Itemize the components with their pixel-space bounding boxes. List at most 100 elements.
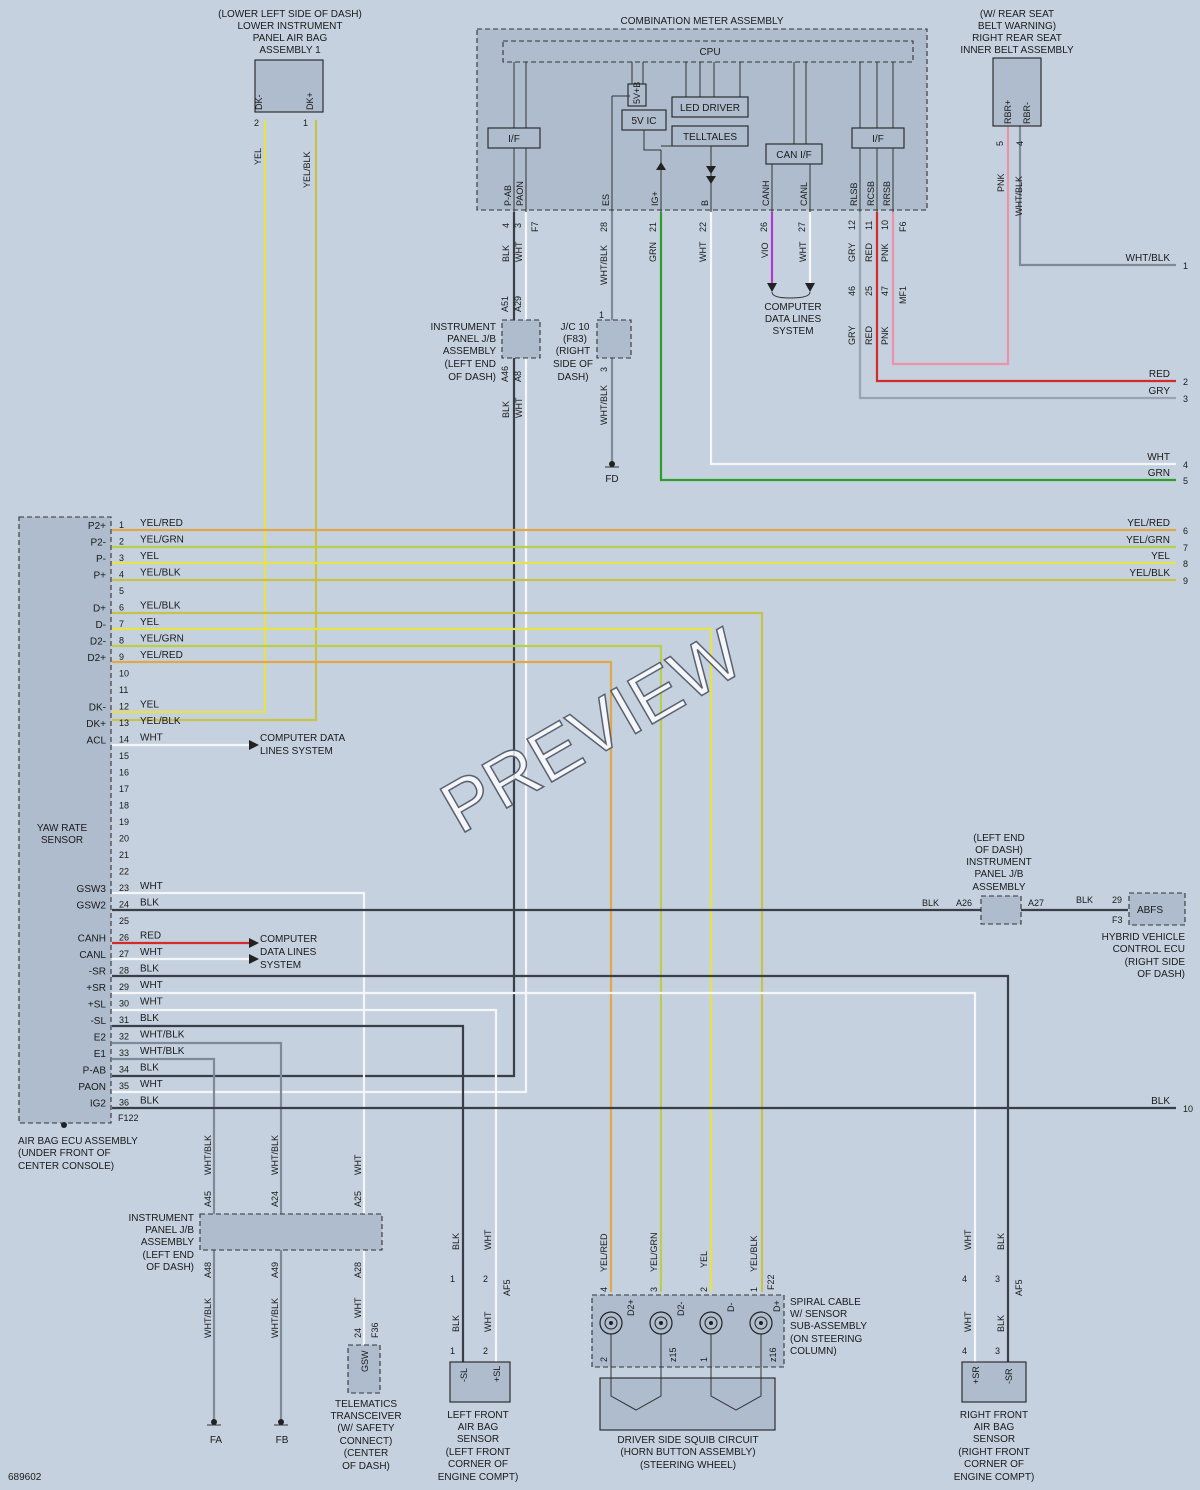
ecu-pin-wire-color: BLK	[140, 1013, 159, 1024]
svg-text:F6: F6	[898, 221, 908, 232]
svg-text:F36: F36	[370, 1322, 380, 1338]
svg-text:(HORN BUTTON ASSEMBLY): (HORN BUTTON ASSEMBLY)	[620, 1447, 755, 1458]
ecu-pin-number: 10	[119, 669, 129, 679]
svg-text:5: 5	[995, 141, 1005, 146]
svg-text:SENSOR: SENSOR	[41, 835, 83, 846]
svg-text:ASSEMBLY 1: ASSEMBLY 1	[259, 45, 321, 56]
svg-text:RRSB: RRSB	[882, 181, 892, 206]
exit-wire-color: YEL	[1151, 551, 1170, 562]
right-front-sensor: WHT BLK 4 3 AF5 WHT BLK 4 3 +SR -SR RIGH…	[954, 1229, 1035, 1483]
svg-text:BLK: BLK	[451, 1233, 461, 1250]
svg-text:HYBRID VEHICLE: HYBRID VEHICLE	[1102, 932, 1186, 943]
wire-rbr	[1018, 126, 1176, 267]
ecu-pin-wire-color: WHT/BLK	[140, 1030, 185, 1041]
right-exits: WHT/BLK1RED2GRY3WHT4GRN5YEL/RED6YEL/GRN7…	[1126, 253, 1193, 1114]
svg-text:5V IC: 5V IC	[631, 116, 656, 127]
ecu-pin-wire-color: BLK	[140, 898, 159, 909]
ecu-pin-number: 15	[119, 751, 129, 761]
svg-text:4: 4	[501, 223, 511, 228]
svg-text:A45: A45	[203, 1191, 213, 1207]
svg-text:COMPUTER: COMPUTER	[764, 302, 821, 313]
ecu-pin-name: P-	[96, 554, 106, 565]
wire-pab	[112, 212, 516, 1078]
svg-text:WHT: WHT	[483, 1229, 493, 1250]
svg-text:A46: A46	[500, 366, 510, 382]
svg-text:+SL: +SL	[492, 1366, 502, 1382]
svg-text:1: 1	[450, 1274, 455, 1284]
airbag-ecu: YAW RATE SENSOR F122 AIR BAG ECU ASSEMBL…	[18, 516, 139, 1172]
ecu-pin-number: 19	[119, 817, 129, 827]
jc10: J/C 10 (F83) (RIGHT SIDE OF DASH) 1 3 WH…	[553, 310, 632, 485]
svg-text:SYSTEM: SYSTEM	[260, 960, 301, 971]
wire-rlsb	[858, 212, 1176, 400]
svg-text:(F83): (F83)	[563, 334, 587, 345]
svg-text:PANEL J/B: PANEL J/B	[447, 334, 496, 345]
svg-text:TELEMATICS: TELEMATICS	[335, 1399, 397, 1410]
svg-text:-SL: -SL	[459, 1368, 469, 1382]
svg-text:TRANSCEIVER: TRANSCEIVER	[330, 1411, 401, 1422]
svg-text:A48: A48	[203, 1262, 213, 1278]
ecu-pin-number: 27	[119, 949, 129, 959]
svg-text:WHT: WHT	[353, 1154, 363, 1175]
wire-e2	[112, 1041, 283, 1420]
svg-text:COMBINATION METER ASSEMBLY: COMBINATION METER ASSEMBLY	[621, 16, 784, 27]
svg-text:46: 46	[847, 286, 857, 296]
ecu-pin-name: E2	[94, 1033, 107, 1044]
ecu-pin-number: 21	[119, 850, 129, 860]
grounds-fa-fb: FA FB	[207, 1419, 289, 1446]
ecu-pin-name: D+	[93, 604, 106, 615]
svg-text:WHT: WHT	[514, 397, 524, 418]
svg-text:RIGHT REAR SEAT: RIGHT REAR SEAT	[972, 33, 1062, 44]
svg-text:PNK: PNK	[996, 173, 1006, 192]
svg-text:WHT: WHT	[353, 1297, 363, 1318]
svg-text:FA: FA	[210, 1435, 223, 1446]
ecu-pin-name: P+	[93, 571, 106, 582]
svg-text:BLK: BLK	[451, 1315, 461, 1332]
ecu-pin-number: 11	[119, 685, 128, 695]
svg-text:(ON STEERING: (ON STEERING	[790, 1334, 862, 1345]
svg-text:BLK: BLK	[922, 898, 939, 908]
svg-text:CENTER CONSOLE): CENTER CONSOLE)	[18, 1161, 114, 1172]
svg-text:z16: z16	[768, 1347, 778, 1362]
svg-text:RIGHT FRONT: RIGHT FRONT	[960, 1410, 1028, 1421]
svg-text:CAN I/F: CAN I/F	[776, 150, 812, 161]
wire-slp	[112, 1008, 498, 1362]
ecu-pin-wire-color: YEL/GRN	[140, 634, 184, 645]
svg-text:29: 29	[1112, 895, 1122, 905]
wire-srm	[112, 974, 1010, 1362]
ecu-pin-wire-color: WHT	[140, 980, 163, 991]
svg-text:DATA LINES: DATA LINES	[765, 314, 822, 325]
ecu-pin-name: E1	[94, 1049, 107, 1060]
ecu-pin-name: ACL	[87, 736, 107, 747]
exit-number: 1	[1183, 261, 1188, 271]
wire-dk-minus	[112, 120, 267, 714]
svg-text:INNER BELT ASSEMBLY: INNER BELT ASSEMBLY	[960, 45, 1074, 56]
svg-text:(LOWER LEFT SIDE OF DASH): (LOWER LEFT SIDE OF DASH)	[218, 9, 362, 20]
svg-text:COMPUTER: COMPUTER	[260, 934, 317, 945]
exit-wire-color: WHT/BLK	[1126, 253, 1171, 264]
svg-text:TELLTALES: TELLTALES	[683, 132, 737, 143]
ecu-pin-wire-color: WHT/BLK	[140, 1046, 185, 1057]
svg-text:ASSEMBLY: ASSEMBLY	[443, 346, 496, 357]
ecu-pin-number: 14	[119, 735, 129, 745]
svg-text:WHT: WHT	[698, 241, 708, 262]
ecu-pin-number: 13	[119, 718, 129, 728]
ecu-pin-number: 6	[119, 603, 124, 613]
ecu-pin-name: -SR	[89, 967, 106, 978]
squib-circuit: DRIVER SIDE SQUIB CIRCUIT (HORN BUTTON A…	[599, 1377, 776, 1471]
svg-text:2: 2	[483, 1346, 488, 1356]
svg-text:GRN: GRN	[648, 242, 658, 262]
svg-text:FD: FD	[605, 474, 618, 485]
ecu-pin-number: 34	[119, 1065, 129, 1075]
exit-number: 8	[1183, 559, 1188, 569]
svg-text:D2-: D2-	[676, 1301, 686, 1316]
ecu-pin-wire-color: YEL	[140, 617, 159, 628]
svg-text:COMPUTER DATA: COMPUTER DATA	[260, 733, 346, 744]
ecu-pin-number: 7	[119, 619, 124, 629]
wire-gsw3	[112, 891, 366, 1350]
exit-number: 2	[1183, 377, 1188, 387]
svg-text:BELT WARNING): BELT WARNING)	[978, 21, 1056, 32]
svg-text:(RIGHT SIDE: (RIGHT SIDE	[1125, 957, 1186, 968]
ecu-pin-number: 20	[119, 834, 129, 844]
